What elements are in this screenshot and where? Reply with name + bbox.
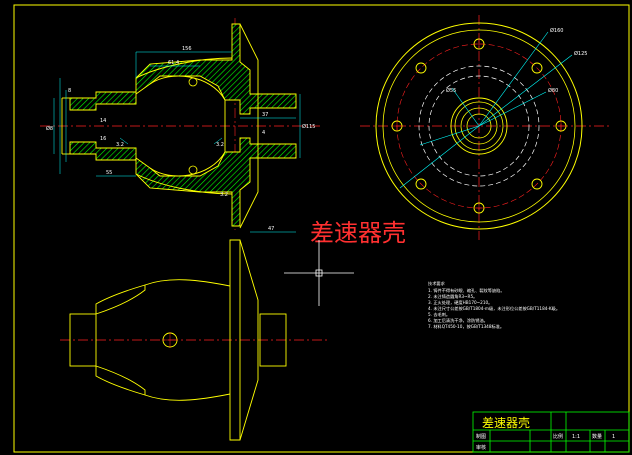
note-line-7: 7. 材料QT450-10，按GB/T1348标准。 [428,323,504,330]
section-wall-lower [135,137,297,227]
title-block-label-3: 制图 [476,433,486,440]
note-line-2: 2. 未注铸造圆角R3~R5。 [428,293,477,300]
dim-front-2: Ø125 [574,50,587,57]
sheet-border [13,4,630,453]
front-view: Ø160 Ø125 Ø80 Ø55 [360,15,610,240]
dim-bottom-2: 3.2 [216,142,224,148]
section-view: 156 61.4 8 14 16 Ø8 37 4 Ø115 3.2 3.2 47… [40,18,320,233]
section-shaft-left-lower [69,141,137,161]
title-block-label-2: 数量 [592,433,602,440]
dim-flange-step: 61.4 [168,60,179,66]
flange-outer-circle [375,22,583,230]
title-block-label-4: 审核 [476,444,486,451]
dim-left-bottom: 55 [106,170,112,176]
bottom-view [60,239,330,441]
crosshair-cursor [284,240,354,306]
dim-right-dia: Ø115 [302,123,315,130]
dim-left-step-3: 16 [100,136,106,142]
bore-inner-circle [466,113,492,139]
dim-bottom-1: 3.2 [116,142,124,148]
section-shaft-left-upper [69,91,137,111]
dim-left-step-2: 14 [100,118,106,124]
dim-front-4: Ø55 [446,87,456,94]
drawing-title: 差速器壳 [310,219,406,247]
technical-notes: 技术要求 1. 铸件不得有砂眼、缩孔、裂纹等缺陷。 2. 未注铸造圆角R3~R5… [428,280,560,330]
dim-left-step-1: 8 [68,88,71,94]
pin-hole-top [188,77,198,87]
note-line-4: 4. 未注尺寸公差按GB/T1804-m级，未注形位公差按GB/T1184-K级… [428,305,560,312]
title-block: 差速器壳 比例 1:1 数量 1 制图 审核 [472,411,630,453]
dim-angle: 3.2 [220,192,228,198]
note-line-3: 3. 正火处理，硬度HB170~210。 [428,299,492,306]
title-block-scale: 1:1 [572,434,580,440]
dim-top-overall: 156 [182,46,192,52]
dim-bore-2: 4 [262,130,265,136]
title-block-qty: 1 [612,434,615,440]
dim-front-3: Ø80 [548,87,558,94]
dim-left-dia-1: Ø8 [46,125,53,132]
note-line-5: 5. 去毛刺。 [428,311,450,318]
note-line-1: 1. 铸件不得有砂眼、缩孔、裂纹等缺陷。 [428,287,505,294]
note-line-6: 6. 加工后清洗干净，涂防锈油。 [428,317,488,324]
dim-flange-bottom: 47 [268,226,274,232]
note-line-0: 技术要求 [428,280,446,287]
title-block-name: 差速器壳 [482,416,530,430]
dim-front-1: Ø160 [550,27,563,34]
dim-bore-1: 37 [262,112,268,118]
title-block-label-1: 比例 [553,433,563,440]
pin-hole-bottom [188,165,198,175]
